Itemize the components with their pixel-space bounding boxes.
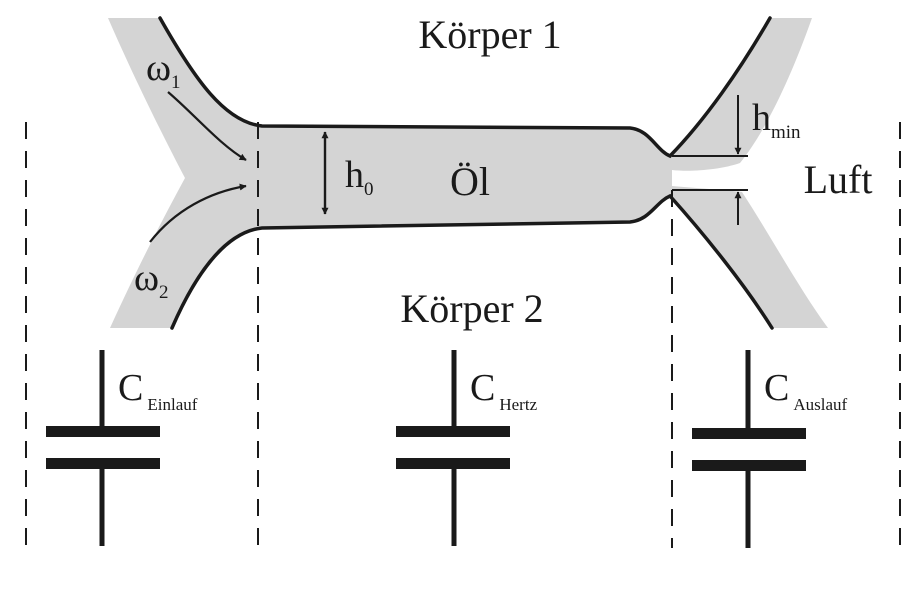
omega1-label: ω1 xyxy=(146,47,181,93)
outlet-fluid-lower xyxy=(668,186,828,328)
capacitor-einlauf xyxy=(46,350,160,546)
hmin-label: hmin xyxy=(752,97,801,143)
oil-film xyxy=(262,126,672,228)
h0-label: h0 xyxy=(345,154,374,200)
hmin-dimension xyxy=(672,95,748,225)
omega2-arrow xyxy=(149,183,247,243)
body2-label: Körper 2 xyxy=(400,286,543,331)
omega1-arrow xyxy=(167,91,247,161)
omega2-label: ω2 xyxy=(134,257,169,303)
body1-surface xyxy=(158,16,772,159)
oil-label: Öl xyxy=(450,159,490,204)
body1-label: Körper 1 xyxy=(418,12,561,57)
inlet-fluid xyxy=(108,18,262,328)
capacitor-hertz xyxy=(396,350,510,546)
capacitor-auslauf xyxy=(692,350,806,548)
body2-surface xyxy=(170,193,774,330)
outlet-fluid-upper xyxy=(668,18,812,171)
fluid-region xyxy=(108,18,828,328)
air-label: Luft xyxy=(804,157,873,202)
